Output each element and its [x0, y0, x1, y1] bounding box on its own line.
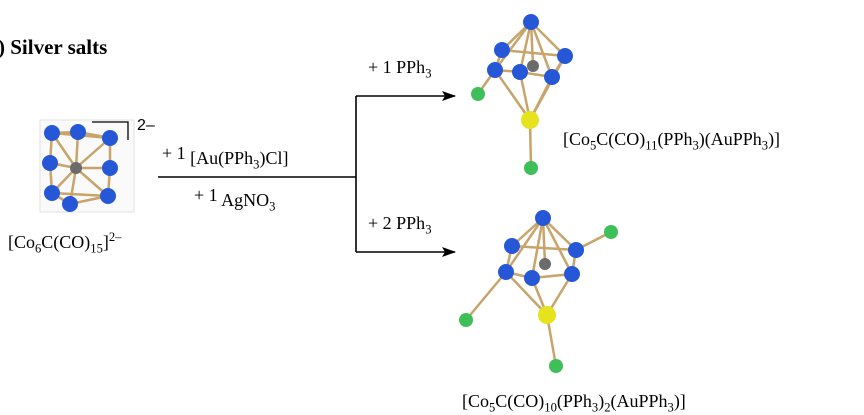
start-charge: 2–	[137, 117, 155, 134]
reagent-top-branch: + 1 PPh3	[368, 57, 432, 81]
product-bottom-cluster-image	[459, 210, 618, 373]
product-top-cluster-image	[471, 14, 573, 175]
reagent-gold-complex: + 1 [Au(PPh3)Cl]	[162, 143, 289, 172]
reagent-bottom-branch: + 2 PPh3	[368, 213, 432, 237]
start-formula: [Co6C(CO)15]2–	[8, 230, 122, 256]
start-cluster-image	[39, 119, 135, 213]
reagent-silver-nitrate: + 1 AgNO3	[194, 185, 276, 214]
product-bottom-formula: [Co5C(CO)10(PPh3)2(AuPPh3)]	[462, 391, 686, 415]
section-heading: ) Silver salts	[0, 35, 108, 59]
product-top-formula: [Co5C(CO)11(PPh3)(AuPPh3)]	[563, 129, 781, 153]
